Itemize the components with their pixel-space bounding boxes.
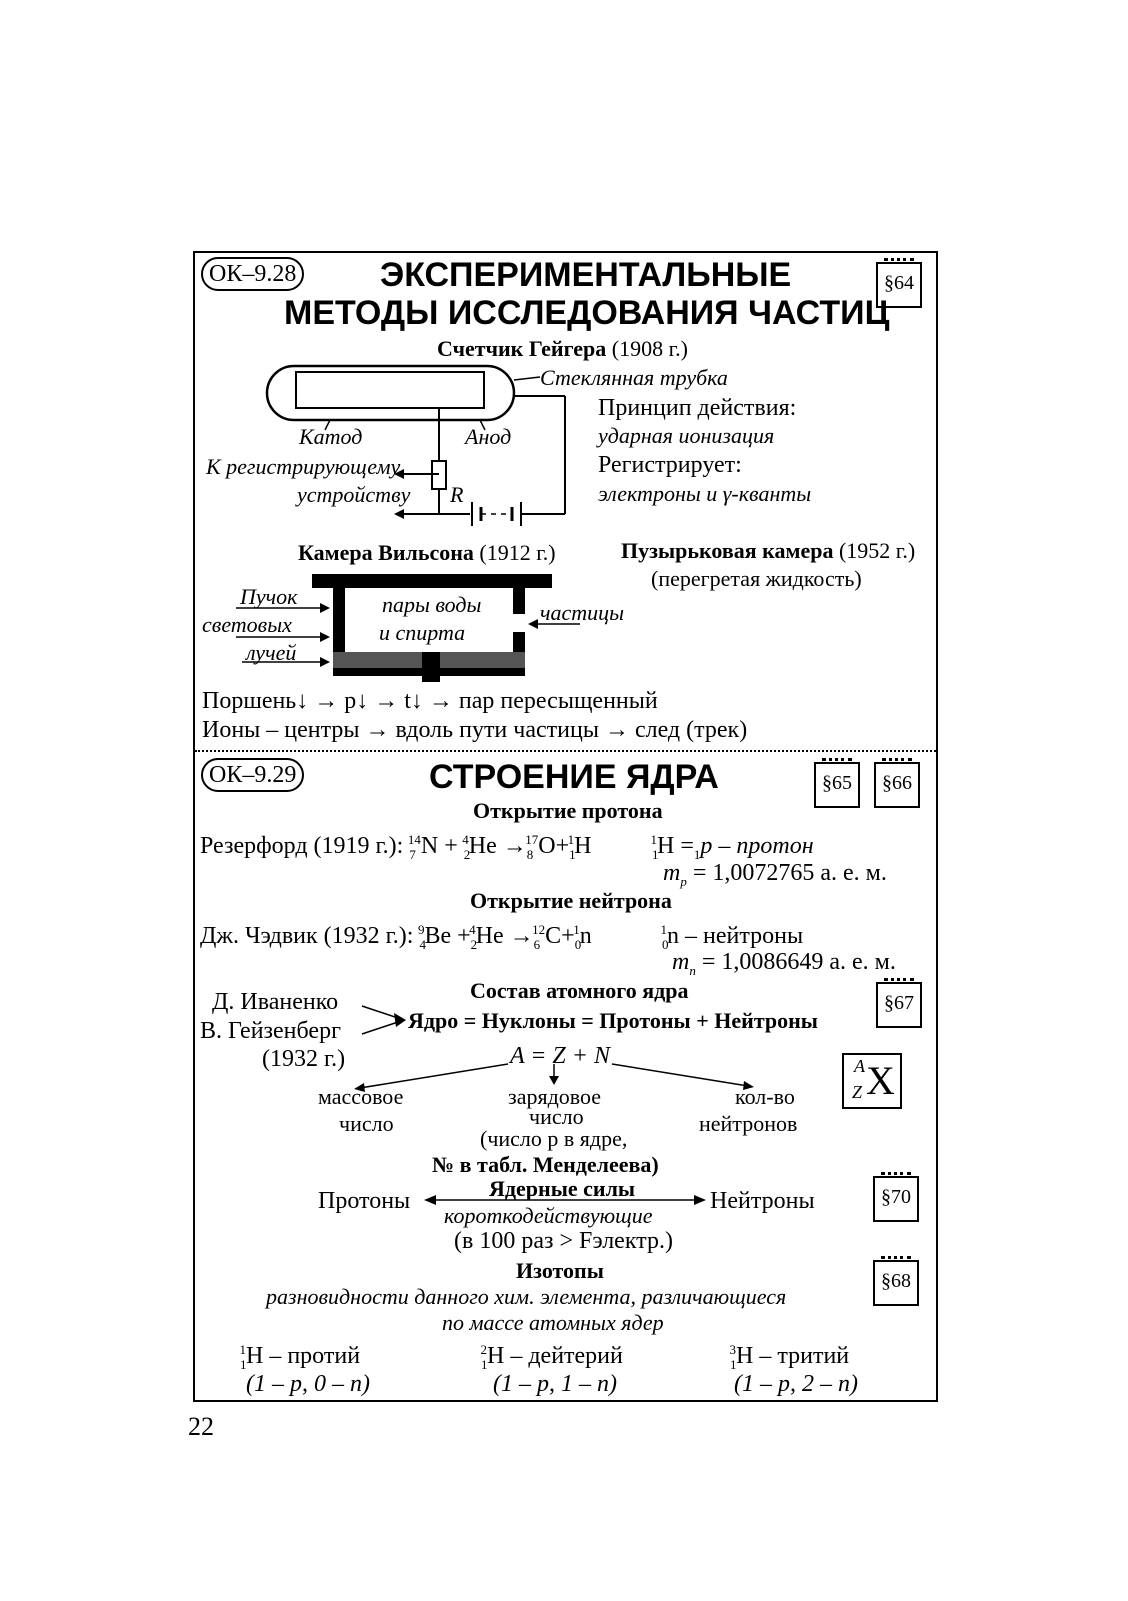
- proton-result: 11H =1p – протон: [650, 832, 814, 862]
- geiger-device-label-line1: К регистрирующему: [206, 454, 401, 479]
- isotope-protium: 11H – протий: [239, 1342, 361, 1372]
- isotopes-heading: Изотопы: [516, 1258, 604, 1283]
- charge-number-line2: число: [529, 1104, 584, 1129]
- neutron-reaction: Дж. Чэдвик (1932 г.): 49Be +24He →612C+0…: [200, 922, 592, 952]
- section2-title: СТРОЕНИЕ ЯДРА: [429, 758, 719, 796]
- nuclide-symbol-x: X: [866, 1058, 895, 1103]
- wilson-beam-line1: Пучок: [240, 584, 298, 609]
- isotopes-definition-line2: по массе атомных ядер: [442, 1310, 664, 1335]
- neutron-count-line2: нейтронов: [699, 1111, 798, 1136]
- geiger-tube-label: Стеклянная трубка: [540, 365, 728, 390]
- charge-number-line4: № в табл. Менделеева): [432, 1152, 659, 1177]
- forces-badge: §70: [873, 1172, 919, 1222]
- isotope-deuterium-composition: (1 – p, 1 – n): [493, 1371, 617, 1397]
- section2-badge-65: §65: [814, 758, 860, 808]
- proton-mass: mp = 1,0072765 а. е. м.: [663, 860, 887, 889]
- proton-reaction: Резерфорд (1919 г.): 714N + 24He →817O+1…: [200, 832, 592, 862]
- forces-note: (в 100 раз > Fэлектр.): [454, 1228, 673, 1254]
- nuclide-symbol-z: Z: [852, 1082, 863, 1102]
- wilson-title: Камера Вильсона (1912 г.): [298, 540, 556, 565]
- neutron-heading: Открытие нейтрона: [470, 888, 672, 913]
- section2-badge-66: §66: [874, 758, 920, 808]
- bubble-note: (перегретая жидкость): [651, 566, 862, 591]
- wilson-vapor-line2: и спирта: [379, 620, 466, 645]
- geiger-cathode-label: Катод: [299, 424, 363, 449]
- isotope-tritium: 13H – тритий: [729, 1342, 850, 1372]
- geiger-title: Счетчик Гейгера (1908 г.): [437, 336, 688, 361]
- neutron-mass: mn = 1,0086649 а. е. м.: [672, 949, 896, 978]
- neutron-result: 01n – нейтроны: [660, 922, 804, 952]
- wilson-beam-line2: световых: [202, 612, 292, 637]
- section1-title-line1: ЭКСПЕРИМЕНТАЛЬНЫЕ: [380, 256, 792, 294]
- proton-heading: Открытие протона: [473, 798, 663, 823]
- mass-number-line1: массовое: [318, 1084, 404, 1109]
- geiger-anode-label: Анод: [465, 424, 512, 449]
- bubble-title: Пузырьковая камера (1952 г.): [621, 538, 916, 563]
- section2-code: ОК–9.29: [201, 758, 305, 792]
- section1-title-line2: МЕТОДЫ ИССЛЕДОВАНИЯ ЧАСТИЦ: [284, 294, 890, 332]
- composition-mass-formula: A = Z + N: [510, 1043, 610, 1069]
- nuclide-symbol-box: A Z X: [842, 1053, 902, 1109]
- section1-line2: Ионы – центры → вдоль пути частицы → сле…: [202, 717, 748, 743]
- page-number: 22: [188, 1412, 214, 1441]
- composition-year: (1932 г.): [262, 1046, 346, 1072]
- forces-left: Протоны: [318, 1188, 411, 1214]
- composition-heading: Состав атомного ядра: [470, 978, 689, 1003]
- wilson-beam-line3: лучей: [246, 640, 297, 665]
- forces-top-label: Ядерные силы: [489, 1176, 636, 1201]
- composition-badge: §67: [876, 978, 922, 1028]
- page-frame: [193, 251, 938, 1402]
- charge-number-line3: (число p в ядре,: [480, 1126, 628, 1151]
- composition-author1: Д. Иваненко: [212, 989, 339, 1015]
- nuclide-symbol-a: A: [854, 1056, 865, 1076]
- section-divider: [195, 750, 936, 752]
- geiger-device-label-line2: устройству: [297, 482, 411, 507]
- mass-number-line2: число: [339, 1111, 394, 1136]
- geiger-registers-label: Регистрирует:: [598, 452, 742, 478]
- geiger-resistor-label: R: [450, 482, 464, 507]
- isotopes-badge: §68: [873, 1256, 919, 1306]
- isotopes-definition-line1: разновидности данного хим. элемента, раз…: [266, 1284, 787, 1309]
- wilson-particles-label: частицы: [540, 600, 625, 625]
- geiger-registers-value: электроны и γ-кванты: [598, 481, 812, 506]
- section1-badge: §64: [876, 258, 922, 308]
- geiger-principle-value: ударная ионизация: [598, 423, 775, 448]
- forces-right: Нейтроны: [710, 1188, 815, 1214]
- neutron-count-line1: кол-во: [735, 1084, 795, 1109]
- composition-author2: В. Гейзенберг: [200, 1018, 341, 1044]
- isotope-deuterium: 12H – дейтерий: [480, 1342, 623, 1372]
- geiger-principle-label: Принцип действия:: [598, 395, 797, 421]
- charge-number-line1: зарядовое: [508, 1084, 602, 1109]
- forces-bottom-label: короткодействующие: [444, 1203, 653, 1228]
- composition-formula: Ядро = Нуклоны = Протоны + Нейтроны: [408, 1008, 818, 1033]
- wilson-vapor-line1: пары воды: [382, 592, 482, 617]
- section1-code: ОК–9.28: [201, 257, 305, 291]
- section1-line1: Поршень↓ → p↓ → t↓ → пар пересыщенный: [202, 688, 658, 714]
- isotope-protium-composition: (1 – p, 0 – n): [246, 1371, 370, 1397]
- isotope-tritium-composition: (1 – p, 2 – n): [734, 1371, 858, 1397]
